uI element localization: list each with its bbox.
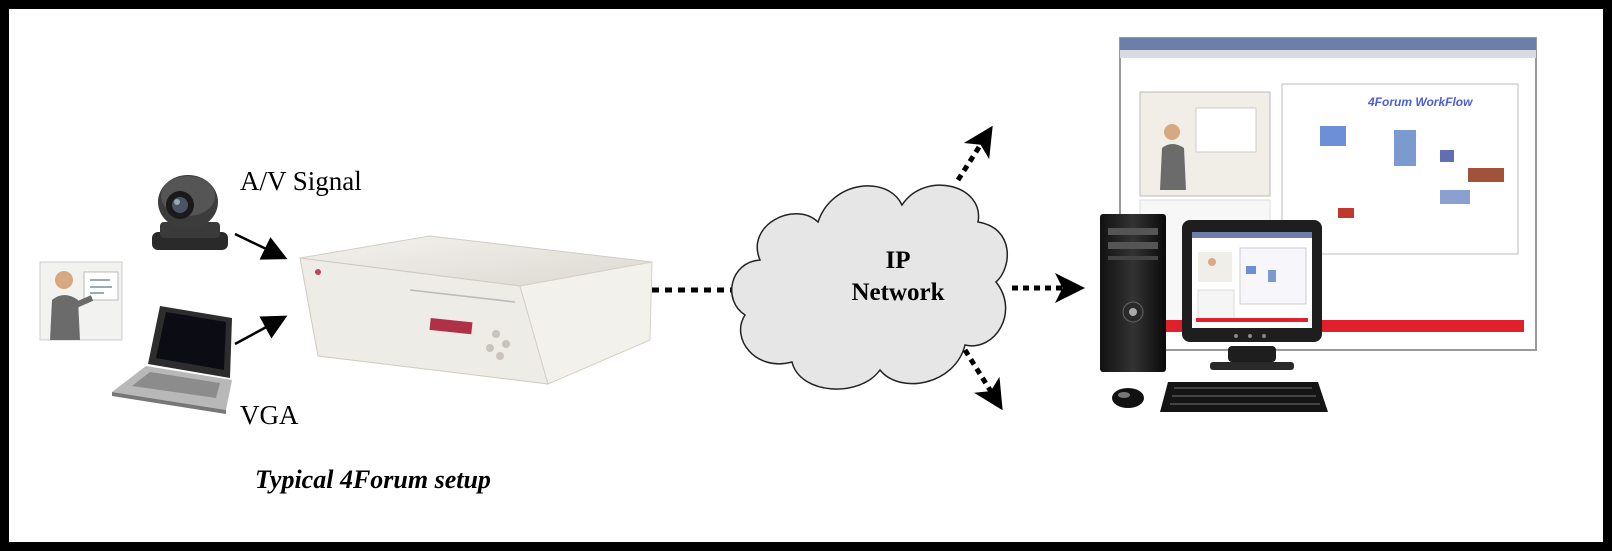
vga-label: VGA [240,400,299,430]
ip-label-line1: IP [885,247,911,274]
vga-arrow [234,315,288,346]
network-arrow-up [955,125,993,182]
network-arrow-down [962,348,1003,411]
presenter-photo [39,261,123,341]
figure-caption: Typical 4Forum setup [255,465,491,494]
viewer-screenshot: 4Forum WorkFlow [1119,37,1537,351]
ip-network-label: IP Network [838,245,958,309]
ip-label-line2: Network [851,279,945,306]
monitor-icon [1182,220,1322,370]
av-signal-arrow [234,232,288,260]
pc-tower-icon [1100,214,1166,372]
mouse-icon [1112,388,1144,408]
laptop-icon [112,306,232,414]
screenshot-title: 4Forum WorkFlow [1367,95,1473,109]
camera-icon [152,175,228,250]
keyboard-icon [1160,382,1328,412]
encoder-appliance [299,235,653,385]
ip-network-cloud [730,184,1008,390]
av-signal-label: A/V Signal [240,166,362,196]
